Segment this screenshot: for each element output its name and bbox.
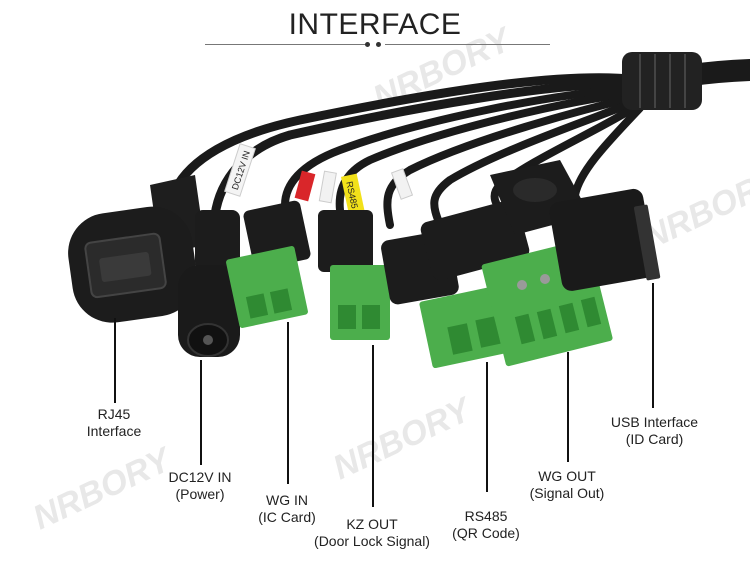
label-rj45: RJ45 Interface [74,406,154,440]
label-wgin-line2: (IC Card) [258,509,316,525]
leader-wgin [287,322,289,484]
label-usb: USB Interface (ID Card) [597,414,712,448]
label-wgout: WG OUT (Signal Out) [517,468,617,502]
cable-tag-white [318,170,337,204]
label-rs485-line1: RS485 [464,508,508,524]
label-wgin: WG IN (IC Card) [237,492,337,526]
label-rs485-line2: (QR Code) [452,525,520,541]
cable-tag-rs485: RS485 [340,173,365,217]
watermark-text: NRBORY [327,389,479,487]
title-rule-right [385,44,550,45]
label-kzout-line1: KZ OUT [346,516,398,532]
label-usb-line2: (ID Card) [625,431,684,447]
trunk-connector [622,52,702,110]
label-kzout: KZ OUT (Door Lock Signal) [297,516,447,550]
watermark-text: NRBORY [637,159,750,257]
dc-jack [178,210,240,357]
label-rj45-line2: Interface [86,423,142,439]
rj45-connector [68,175,205,323]
label-dc-line1: DC12V IN [168,469,232,485]
label-dc: DC12V IN (Power) [150,469,250,503]
label-wgout-line1: WG OUT [538,468,596,484]
title-rule-dot [365,42,370,47]
usb-connector [490,160,661,291]
label-usb-line1: USB Interface [610,414,699,430]
leader-kzout [372,345,374,507]
label-dc-line2: (Power) [175,486,225,502]
leader-dc [200,360,202,465]
wgin-connector [226,200,311,328]
leader-wgout [567,352,569,462]
cable-tag-white [390,168,414,200]
kzout-connector [318,210,390,340]
title-rule-dot [376,42,381,47]
label-rj45-line1: RJ45 [97,406,131,422]
label-rs485: RS485 (QR Code) [436,508,536,542]
label-kzout-line2: (Door Lock Signal) [314,533,430,549]
leader-usb [652,283,654,408]
page-title: INTERFACE [288,8,462,41]
leader-rs485 [486,362,488,492]
label-wgout-line2: (Signal Out) [529,485,605,501]
cable-tag-red [294,170,316,202]
leader-rj45 [114,318,116,403]
title-rule-left [205,44,370,45]
label-wgin-line1: WG IN [266,492,308,508]
